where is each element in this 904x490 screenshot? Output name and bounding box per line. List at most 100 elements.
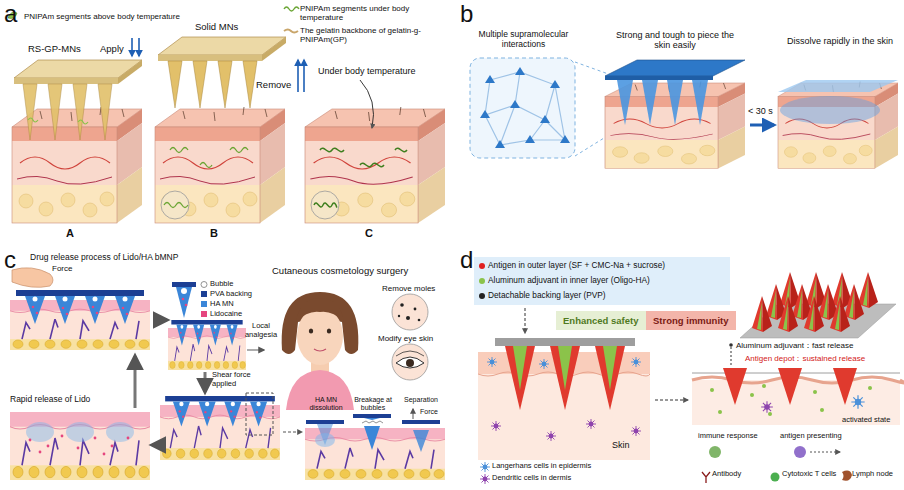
panel-a-art-part <box>161 191 189 219</box>
panel-d-art-part <box>761 401 773 413</box>
panel-b-art-part <box>642 80 658 125</box>
panel-d-art-part <box>813 390 817 394</box>
legend-text: Bubble <box>210 280 233 289</box>
panel-a-art-part <box>243 61 257 108</box>
label: Remove moles <box>382 284 435 293</box>
panel-c-art-part <box>362 421 383 423</box>
panel-d-art-part <box>833 368 857 405</box>
panel-c-art-part <box>396 351 424 356</box>
panel-c-art-part <box>171 320 242 346</box>
panel-b-art-part <box>605 60 745 76</box>
panel-c-art-part <box>152 444 163 447</box>
label: Cytotoxic T cells <box>782 470 836 479</box>
label: Apply <box>100 44 124 55</box>
label: Solid MNs <box>195 22 238 33</box>
panel-c-art-part <box>398 315 400 317</box>
legend-swatch <box>479 278 485 284</box>
panel-letter: d <box>460 246 473 274</box>
panel-c-art-part <box>314 349 326 351</box>
panel-c-art-part <box>181 288 187 294</box>
panel-c-art-part <box>39 451 42 454</box>
panel-a-art-part <box>314 203 337 207</box>
panel-d-art-part <box>804 296 824 332</box>
panel-d-art-part <box>723 368 747 405</box>
box-text: Strong immunity <box>653 315 729 326</box>
label: B <box>210 227 218 240</box>
label: A <box>66 227 74 240</box>
legend-text: Dendritic cells in dermis <box>492 474 571 483</box>
label: activated state <box>842 416 890 425</box>
label: Local analgesia <box>242 322 280 339</box>
label: Aluminum adjuvant：fast release <box>736 341 853 350</box>
legend-text: Antigen in outer layer (SF + CMC-Na + su… <box>488 261 665 271</box>
panel-c-art-part <box>327 328 331 333</box>
label: Multiple supramolecular interactions <box>466 30 581 50</box>
panel-d-art-part <box>858 272 878 308</box>
panel-d-art-part <box>709 446 721 458</box>
panel-c-art-part <box>413 430 429 452</box>
panel-a-art-part <box>262 37 286 61</box>
panel-a-art-part <box>218 61 232 108</box>
panel-d-art-part <box>844 284 864 320</box>
panel-a-art-part <box>284 30 298 33</box>
panel-a-art-part <box>284 7 299 11</box>
panel-a-art-part <box>98 84 112 140</box>
panel-a-art-part <box>155 107 285 223</box>
legend-swatch <box>479 293 485 299</box>
label: Strong and tough to piece the skin easil… <box>610 30 740 51</box>
panel-c-art-part <box>283 432 302 433</box>
panel-b-art-part <box>778 80 898 92</box>
panel-c-art-part <box>402 420 440 424</box>
panel-d-art-part <box>768 412 772 416</box>
panel-c-art-part <box>111 445 114 448</box>
legend-text: PVA backing <box>210 290 252 299</box>
panel-c-art <box>10 268 445 480</box>
panel-a-art-part <box>311 191 339 219</box>
legend-swatch <box>479 263 485 269</box>
label-box: Strong immunity <box>646 311 736 330</box>
label: Force <box>52 264 72 273</box>
panel-b-art-part <box>750 124 774 127</box>
panel-c-art-part <box>77 447 80 450</box>
panel-letter: c <box>4 246 16 274</box>
panel-d-art-part <box>655 400 688 401</box>
panel-d-art-part <box>480 462 490 472</box>
panel-b-art-part <box>778 82 898 169</box>
panel-c-art-part <box>66 422 94 442</box>
legend-text: Langerhans cells in epidermis <box>492 462 591 471</box>
panel-d-art-part <box>487 357 497 367</box>
panel-a-art-part <box>320 148 407 166</box>
panel-a-art-part <box>118 60 142 84</box>
panel-c-art-part <box>247 349 264 350</box>
panel-a-art-part <box>28 118 88 124</box>
panel-c-art-part <box>364 426 380 450</box>
panel-c-art-part <box>286 370 354 410</box>
panel-d-art-part <box>820 408 824 412</box>
legend-swatch <box>201 291 207 297</box>
label: Rapid release of Lido <box>10 395 90 405</box>
legend-text: PNIPAm segments above body temperature <box>24 12 274 21</box>
panel-c-art-part <box>315 433 335 447</box>
panel-c-art-part <box>392 294 428 330</box>
label: Force <box>420 408 438 416</box>
label: Shear force applied <box>212 371 260 388</box>
panel-d-art-part <box>762 384 766 388</box>
panel-a-art-part <box>305 107 445 223</box>
panel-c-art-part <box>103 453 106 456</box>
panel-d-art-part <box>702 472 710 483</box>
panel-d-art-part <box>539 359 549 369</box>
panel-b-art-part <box>692 80 708 125</box>
panel-c-art-part <box>172 282 196 287</box>
panel-a-art-part <box>170 148 248 168</box>
panel-letter: b <box>460 0 473 28</box>
label: HA MN dissolution <box>303 396 349 412</box>
panel-c-art-part <box>364 418 380 420</box>
panel-d-art-part <box>595 346 625 410</box>
panel-c-art-part <box>309 328 313 333</box>
panel-c-art-part <box>418 319 421 322</box>
panel-c-art-part <box>185 304 188 307</box>
panel-b-art-part <box>480 67 570 148</box>
panel-a-art-part <box>131 38 133 56</box>
panel-d-art-part <box>513 346 527 390</box>
panel-a-art-part <box>23 84 37 140</box>
